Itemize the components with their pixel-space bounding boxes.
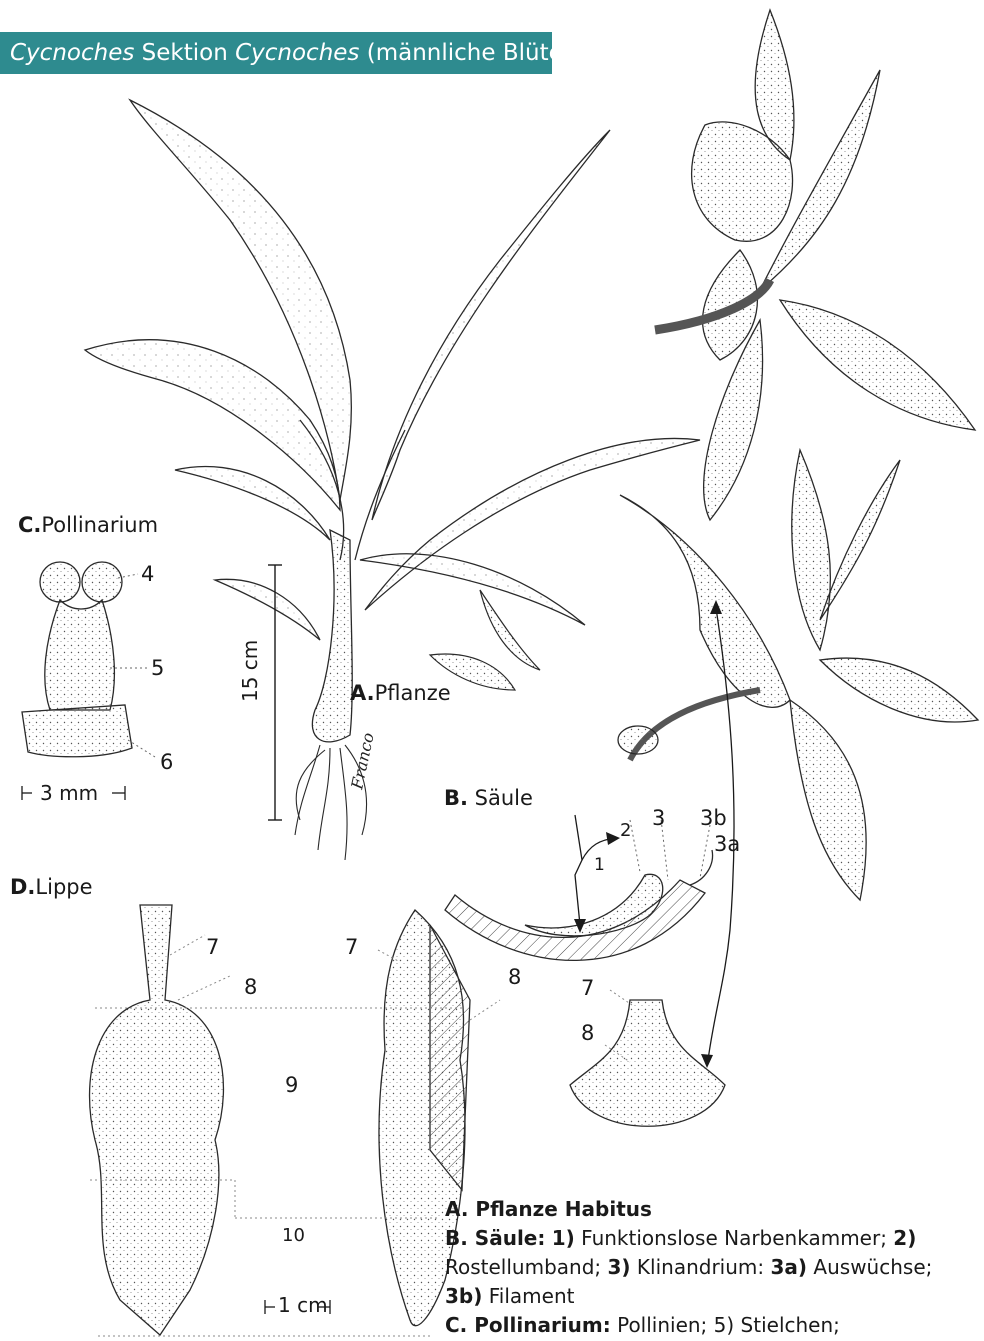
legend-a: A. Pflanze Habitus <box>445 1195 965 1224</box>
legend-b: B. Säule: 1) Funktionslose Narbenkammer;… <box>445 1224 965 1311</box>
lip-scale-label: 1 cm <box>278 1293 328 1317</box>
number-7-lip-detail: 7 <box>581 976 594 1000</box>
panel-label-c: C.Pollinarium <box>18 513 158 537</box>
legend: A. Pflanze Habitus B. Säule: 1) Funktion… <box>445 1195 965 1340</box>
title-bar: Cycnoches Sektion Cycnoches (männliche B… <box>0 32 552 74</box>
number-7-lip-side: 7 <box>345 935 358 959</box>
panel-label-d: D.Lippe <box>10 875 93 899</box>
plant-drawing <box>85 100 700 742</box>
number-4: 4 <box>141 562 154 586</box>
title-sektion: Sektion <box>142 40 228 66</box>
number-8-lip-front: 8 <box>244 975 257 999</box>
number-6: 6 <box>160 750 173 774</box>
plant-scale-label: 15 cm <box>238 640 262 702</box>
panel-label-a: A.Pflanze <box>350 681 451 705</box>
pollinarium-scale-label: 3 mm <box>40 781 98 805</box>
number-10: 10 <box>282 1225 305 1246</box>
title-note: (männliche Blüte) <box>367 40 572 66</box>
column-arrows <box>575 608 734 1060</box>
number-3b: 3b <box>700 806 727 830</box>
arrow-heads <box>574 600 722 1068</box>
number-2: 2 <box>620 820 631 841</box>
artist-signature: Franco <box>347 731 378 792</box>
number-9: 9 <box>285 1073 298 1097</box>
small-flower-drawing <box>430 590 540 690</box>
number-3: 3 <box>652 806 665 830</box>
number-8-lip-detail: 8 <box>581 1021 594 1045</box>
number-8-lip-side: 8 <box>508 965 521 989</box>
panel-label-b: B. Säule <box>444 786 533 810</box>
title-section-name: Cycnoches <box>235 40 359 66</box>
number-1: 1 <box>594 855 605 875</box>
column-leaders <box>630 810 710 880</box>
number-7-lip-front: 7 <box>206 935 219 959</box>
pollinarium-drawing <box>22 562 132 757</box>
number-3a: 3a <box>714 832 740 856</box>
legend-c: C. Pollinarium: Pollinien; 5) Stielchen; <box>445 1311 965 1340</box>
upper-flower-drawing <box>655 10 975 520</box>
lower-flower-drawing <box>618 450 978 900</box>
title-genus: Cycnoches <box>10 40 134 66</box>
number-5: 5 <box>151 656 164 680</box>
